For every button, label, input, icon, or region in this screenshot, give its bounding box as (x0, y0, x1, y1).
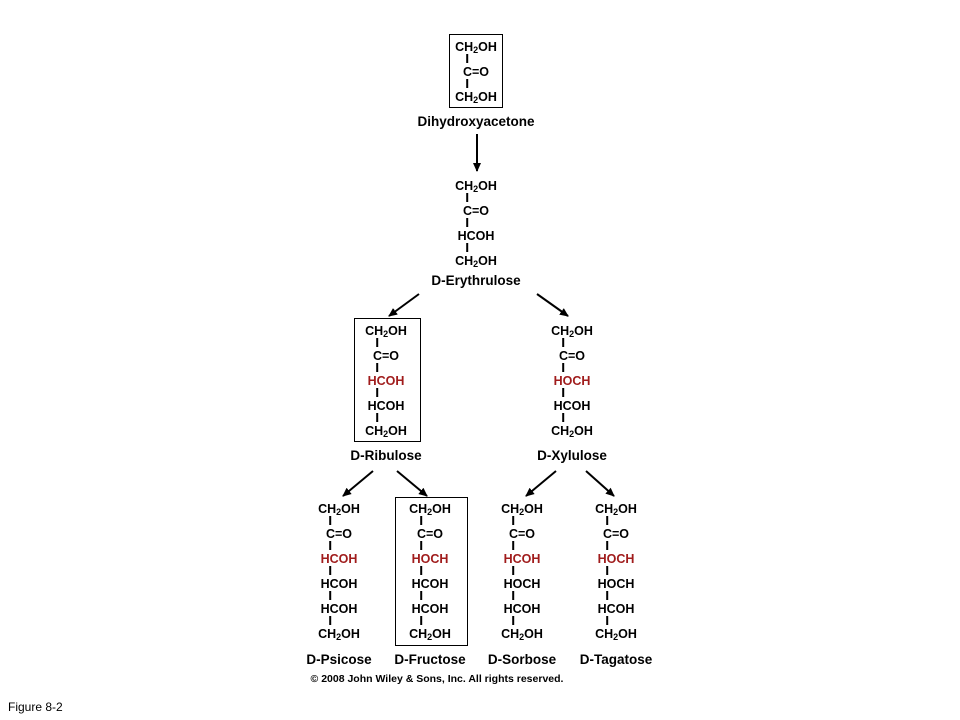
fructose-bond-4 (420, 591, 422, 600)
xylulose-carbon-2: C=O (558, 349, 586, 363)
tagatose-carbon-2: C=O (602, 527, 630, 541)
ribulose-carbon-3: HCOH (367, 374, 405, 388)
ribulose-carbon-4: HCOH (367, 399, 405, 413)
xylulose-bond-4 (562, 413, 564, 422)
erythrulose-bond-2 (466, 218, 468, 227)
ribulose-carbon-1: CH2OH (365, 324, 407, 339)
tagatose-bond-5 (606, 616, 608, 625)
psicose-carbon-1: CH2OH (318, 502, 360, 517)
psicose-carbon-6: CH2OH (318, 627, 360, 642)
fructose-carbon-2: C=O (416, 527, 444, 541)
dihydroxyacetone-box (449, 34, 503, 108)
fructose-carbon-6: CH2OH (409, 627, 451, 642)
fructose-carbon-5: HCOH (411, 602, 449, 616)
tagatose-carbon-1: CH2OH (595, 502, 637, 517)
figure-label: Figure 8-2 (8, 700, 63, 714)
erythrulose-carbon-2: C=O (462, 204, 490, 218)
psicose-carbon-5: HCOH (320, 602, 358, 616)
fructose-box (395, 497, 468, 646)
ribulose-bond-2 (376, 363, 378, 372)
erythrulose-bond-1 (466, 193, 468, 202)
xylulose-bond-2 (562, 363, 564, 372)
dihydroxyacetone-bond-1 (466, 54, 468, 63)
ribulose-carbon-2: C=O (372, 349, 400, 363)
sorbose-name: D-Sorbose (487, 652, 557, 667)
xylulose-bond-3 (562, 388, 564, 397)
fructose-bond-3 (420, 566, 422, 575)
tagatose-bond-4 (606, 591, 608, 600)
ribulose-bond-3 (376, 388, 378, 397)
psicose-carbon-3: HCOH (320, 552, 358, 566)
tagatose-bond-1 (606, 516, 608, 525)
psicose-name: D-Psicose (306, 652, 372, 667)
dihydroxyacetone-carbon-1: CH2OH (455, 40, 497, 55)
copyright-notice: © 2008 John Wiley & Sons, Inc. All right… (310, 673, 564, 685)
fructose-carbon-4: HCOH (411, 577, 449, 591)
xylulose-carbon-3: HOCH (553, 374, 591, 388)
erythrulose-bond-3 (466, 243, 468, 252)
sorbose-carbon-1: CH2OH (501, 502, 543, 517)
sorbose-carbon-5: HCOH (503, 602, 541, 616)
ribulose-box (354, 318, 421, 442)
fructose-name: D-Fructose (394, 652, 466, 667)
arrow-erythrulose-to-xylulose (536, 293, 569, 317)
fructose-bond-2 (420, 541, 422, 550)
sorbose-bond-2 (512, 541, 514, 550)
arrow-xylulose-to-sorbose (525, 470, 557, 497)
psicose-bond-2 (329, 541, 331, 550)
dihydroxyacetone-carbon-2: C=O (462, 65, 490, 79)
tagatose-carbon-4: HOCH (597, 577, 635, 591)
dihydroxyacetone-carbon-3: CH2OH (455, 90, 497, 105)
xylulose-carbon-4: HCOH (553, 399, 591, 413)
arrow-xylulose-to-tagatose (585, 470, 615, 497)
ribulose-bond-4 (376, 413, 378, 422)
psicose-carbon-4: HCOH (320, 577, 358, 591)
ribulose-carbon-5: CH2OH (365, 424, 407, 439)
ribulose-bond-1 (376, 338, 378, 347)
fructose-carbon-1: CH2OH (409, 502, 451, 517)
sorbose-carbon-4: HOCH (503, 577, 541, 591)
fructose-bond-1 (420, 516, 422, 525)
tagatose-name: D-Tagatose (579, 652, 653, 667)
dihydroxyacetone-bond-2 (466, 79, 468, 88)
sorbose-carbon-6: CH2OH (501, 627, 543, 642)
sorbose-bond-1 (512, 516, 514, 525)
erythrulose-carbon-4: CH2OH (455, 254, 497, 269)
dihydroxyacetone-name: Dihydroxyacetone (417, 114, 535, 129)
fructose-bond-5 (420, 616, 422, 625)
psicose-bond-4 (329, 591, 331, 600)
psicose-bond-5 (329, 616, 331, 625)
xylulose-name: D-Xylulose (537, 448, 607, 463)
sorbose-bond-3 (512, 566, 514, 575)
tagatose-bond-3 (606, 566, 608, 575)
xylulose-carbon-5: CH2OH (551, 424, 593, 439)
psicose-bond-1 (329, 516, 331, 525)
tagatose-carbon-3: HOCH (597, 552, 635, 566)
erythrulose-carbon-1: CH2OH (455, 179, 497, 194)
erythrulose-carbon-3: HCOH (457, 229, 495, 243)
psicose-bond-3 (329, 566, 331, 575)
erythrulose-name: D-Erythrulose (431, 273, 521, 288)
sorbose-carbon-3: HCOH (503, 552, 541, 566)
arrow-erythrulose-to-ribulose (388, 293, 420, 317)
sorbose-bond-5 (512, 616, 514, 625)
tagatose-carbon-5: HCOH (597, 602, 635, 616)
arrow-ribulose-to-psicose (342, 470, 374, 497)
tagatose-bond-2 (606, 541, 608, 550)
ribulose-name: D-Ribulose (350, 448, 422, 463)
psicose-carbon-2: C=O (325, 527, 353, 541)
sorbose-carbon-2: C=O (508, 527, 536, 541)
tagatose-carbon-6: CH2OH (595, 627, 637, 642)
fructose-carbon-3: HOCH (411, 552, 449, 566)
arrow-ribulose-to-fructose (396, 470, 428, 497)
xylulose-bond-1 (562, 338, 564, 347)
xylulose-carbon-1: CH2OH (551, 324, 593, 339)
sorbose-bond-4 (512, 591, 514, 600)
